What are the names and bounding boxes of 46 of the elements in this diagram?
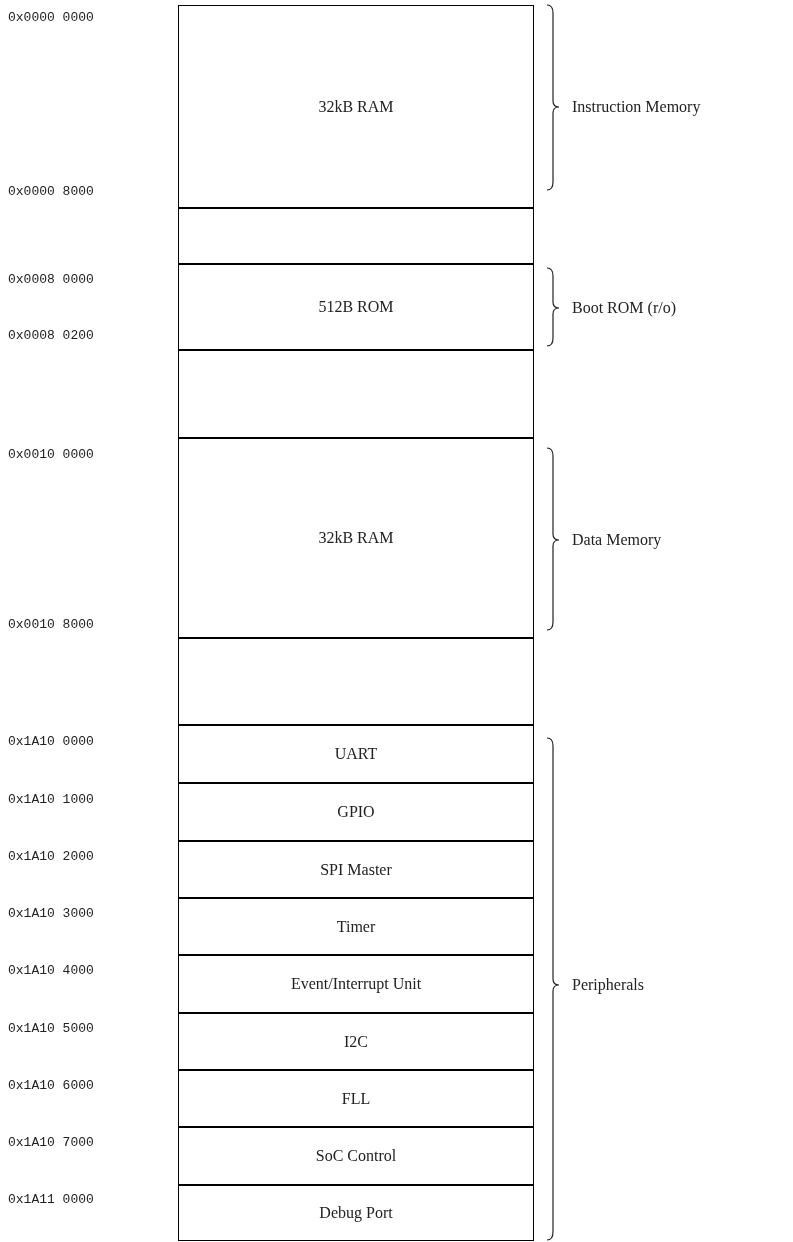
- section-label: Data Memory: [572, 531, 662, 549]
- region-label: SoC Control: [315, 1147, 397, 1165]
- address-label: 0x0008 0200: [8, 328, 94, 344]
- memory-region: [178, 263, 534, 351]
- address-label: 0x0000 8000: [8, 184, 94, 200]
- empty-memory-region: [178, 349, 534, 439]
- address-label: 0x1A10 0000: [8, 734, 94, 750]
- empty-memory-region: [178, 637, 534, 726]
- region-label: 32kB RAM: [318, 529, 394, 547]
- address-label: 0x1A10 1000: [8, 792, 94, 808]
- memory-region: [178, 782, 534, 842]
- address-label: 0x0010 8000: [8, 617, 94, 633]
- memory-region: [178, 437, 534, 639]
- memory-region: [178, 1069, 534, 1128]
- address-label: 0x1A10 2000: [8, 849, 94, 865]
- address-label: 0x0000 0000: [8, 10, 94, 26]
- region-label: UART: [334, 745, 378, 763]
- region-label: Debug Port: [319, 1203, 393, 1222]
- memory-region: [178, 1184, 534, 1241]
- section-label: Boot ROM (r/o): [572, 299, 676, 317]
- address-label: 0x1A10 3000: [8, 906, 94, 922]
- address-label: 0x1A10 6000: [8, 1078, 94, 1094]
- region-label: Event/Interrupt Unit: [290, 975, 422, 993]
- address-label: 0x1A10 5000: [8, 1021, 94, 1037]
- memory-region: [178, 954, 534, 1014]
- region-label: FLL: [341, 1089, 371, 1108]
- address-label: 0x1A11 0000: [8, 1192, 94, 1208]
- region-label: 512B ROM: [318, 298, 394, 316]
- memory-region: [178, 1126, 534, 1186]
- region-label: I2C: [344, 1032, 368, 1051]
- address-label: 0x1A10 4000: [8, 963, 94, 979]
- region-label: GPIO: [337, 803, 375, 821]
- address-label: 0x0008 0000: [8, 272, 94, 288]
- empty-memory-region: [178, 207, 534, 265]
- region-label: 32kB RAM: [318, 98, 394, 116]
- address-label: 0x1A10 7000: [8, 1135, 94, 1151]
- section-label: Instruction Memory: [572, 98, 701, 116]
- memory-region: [178, 897, 534, 956]
- memory-region: [178, 724, 534, 784]
- memory-region: [178, 5, 534, 209]
- address-label: 0x0010 0000: [8, 447, 94, 463]
- region-label: SPI Master: [320, 860, 392, 879]
- memory-region: [178, 840, 534, 899]
- memory-region: [178, 1012, 534, 1071]
- region-label: Timer: [336, 917, 376, 936]
- section-label: Peripherals: [572, 976, 644, 994]
